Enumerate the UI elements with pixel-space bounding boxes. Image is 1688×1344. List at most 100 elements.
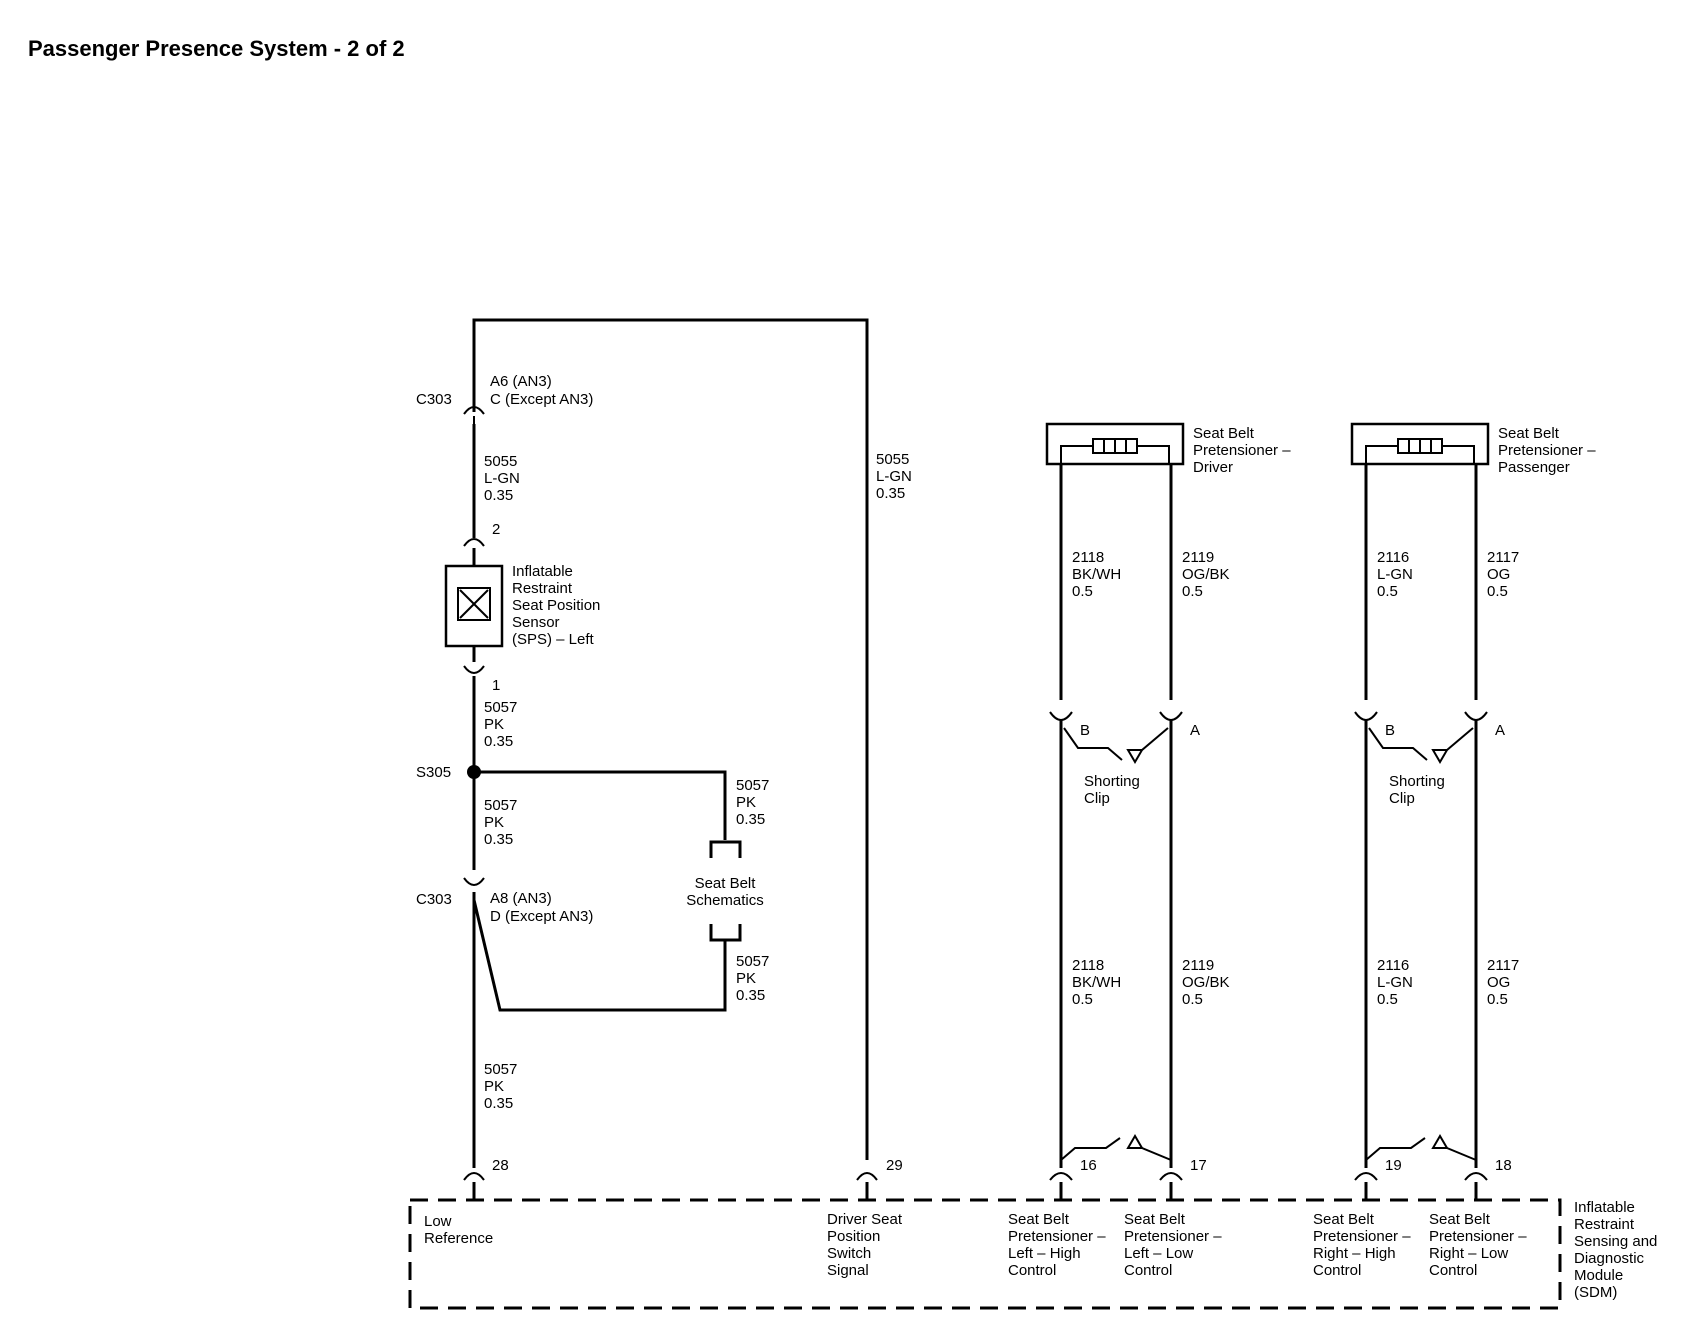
driver-pin-a-icon [1159,711,1183,721]
wire-2117-bottom-color: OG [1487,974,1510,991]
c303-bottom-connector-icon [463,877,485,886]
wire-2118-top-gauge: 0.5 [1072,583,1093,600]
wire-5057-c-color: PK [736,794,756,811]
sdm-pin-29-icon [856,1172,878,1181]
terminal-driver-seat-2: Position [827,1228,880,1245]
sensor-icon [457,587,491,621]
sdm-shorting-switch-left [1060,1137,1121,1161]
terminal-right-low-3: Right – Low [1429,1245,1508,1262]
sensor-pin-top-icon [463,538,485,547]
terminal-left-low-3: Left – Low [1124,1245,1193,1262]
sdm-name-6: (SDM) [1574,1284,1617,1301]
wire-5055-a-gauge: 0.35 [484,487,513,504]
wire-2116-bottom-circuit: 2116 [1377,957,1409,974]
passenger-shorting-clip-line2: Clip [1389,790,1415,807]
shorting-clip-icon [1431,749,1449,764]
sdm-shorting-switch-right [1365,1137,1426,1161]
wire-2119-top-gauge: 0.5 [1182,583,1203,600]
schematics-ref-bottom-bracket [709,924,742,942]
wire-2119-top-color: OG/BK [1182,566,1230,583]
wire-2119-bottom-gauge: 0.5 [1182,991,1203,1008]
sdm-pin-16-icon [1049,1172,1073,1181]
wire-2117-bottom-circuit: 2117 [1487,957,1519,974]
sdm-pin-17-icon [1159,1172,1183,1181]
terminal-left-high-4: Control [1008,1262,1056,1279]
c303-bottom-pin-line1: A8 (AN3) [490,890,552,907]
wire-2116-top-circuit: 2116 [1377,549,1409,566]
passenger-shorting-clip-line1: Shorting [1389,773,1445,790]
wire-5057-a-color: PK [484,716,504,733]
wire-5057-d-gauge: 0.35 [736,987,765,1004]
wire-5057-a-circuit: 5057 [484,699,517,716]
driver-pin-b-icon [1049,711,1073,721]
wire-2119-top-circuit: 2119 [1182,549,1214,566]
c303-top-pin-line1: A6 (AN3) [490,373,552,390]
wire-5057-branch [474,770,727,840]
wire-5057-e-color: PK [484,1078,504,1095]
page-title: Passenger Presence System - 2 of 2 [28,36,405,61]
schematics-ref-line1: Seat Belt [695,875,757,892]
wire-5057-c-circuit: 5057 [736,777,769,794]
wire-5057-b-gauge: 0.35 [484,831,513,848]
terminal-driver-seat-3: Switch [827,1245,871,1262]
driver-pretensioner-label-2: Pretensioner – [1193,442,1291,459]
terminal-left-high-3: Left – High [1008,1245,1081,1262]
sdm-name-4: Diagnostic [1574,1250,1645,1267]
sensor-label-1: Inflatable [512,563,573,580]
passenger-pin-a-icon [1464,711,1488,721]
terminal-right-high-1: Seat Belt [1313,1211,1375,1228]
driver-pretensioner: Seat Belt Pretensioner – Driver 2118 BK/… [1045,422,1291,1200]
wire-5057-e-gauge: 0.35 [484,1095,513,1112]
sdm-shorting-clip-icon [1431,1134,1449,1149]
c303-top-connector-icon [463,406,485,415]
wire-5057-d-color: PK [736,970,756,987]
sensor-label-3: Seat Position [512,597,600,614]
wire-5055-a-color: L-GN [484,470,520,487]
sdm-name-3: Sensing and [1574,1233,1657,1250]
wire-5057-return [472,899,727,1012]
wire-2118-top-circuit: 2118 [1072,549,1104,566]
wire-5057-e-circuit: 5057 [484,1061,517,1078]
middle-circuit: 5055 L-GN 0.35 29 [856,451,912,1200]
sensor-pin-bottom-icon [463,665,485,674]
wire-2119-bottom-color: OG/BK [1182,974,1230,991]
sdm-pin-17: 17 [1190,1157,1207,1174]
wire-2119-bottom-circuit: 2119 [1182,957,1214,974]
sdm-pin-18-icon [1464,1172,1488,1181]
sdm-module: Inflatable Restraint Sensing and Diagnos… [408,1198,1657,1310]
shorting-clip-icon [1126,749,1144,764]
sdm-name-2: Restraint [1574,1216,1635,1233]
splice-label: S305 [416,764,451,781]
wire-2116-bottom-gauge: 0.5 [1377,991,1398,1008]
driver-pretensioner-label-1: Seat Belt [1193,425,1255,442]
sdm-dashed-box [408,1198,1562,1310]
driver-pin-b: B [1080,722,1090,739]
sdm-shorting-clip-icon [1126,1134,1144,1149]
wire-5055-b-gauge: 0.35 [876,485,905,502]
terminal-low-ref-1: Low [424,1213,452,1230]
sdm-name-1: Inflatable [1574,1199,1635,1216]
terminal-left-high-2: Pretensioner – [1008,1228,1106,1245]
passenger-pretensioner-label-3: Passenger [1498,459,1570,476]
c303-bottom-pin-line2: D (Except AN3) [490,908,593,925]
driver-pretensioner-box [1045,422,1185,466]
terminal-right-low-1: Seat Belt [1429,1211,1491,1228]
wire-2117-top-gauge: 0.5 [1487,583,1508,600]
wire-2118-bottom-color: BK/WH [1072,974,1121,991]
sdm-pin-28: 28 [492,1157,509,1174]
wire-2118-bottom-gauge: 0.5 [1072,991,1093,1008]
wire-2118-top-color: BK/WH [1072,566,1121,583]
sdm-pin-18: 18 [1495,1157,1512,1174]
driver-shorting-clip-line2: Clip [1084,790,1110,807]
c303-top-pin-line2: C (Except AN3) [490,391,593,408]
terminal-driver-seat-1: Driver Seat [827,1211,903,1228]
passenger-pretensioner-label-2: Pretensioner – [1498,442,1596,459]
driver-pretensioner-label-3: Driver [1193,459,1233,476]
terminal-right-high-4: Control [1313,1262,1361,1279]
terminal-right-low-4: Control [1429,1262,1477,1279]
sps-sensor-box [444,564,504,648]
passenger-pretensioner-label-1: Seat Belt [1498,425,1560,442]
sensor-label-5: (SPS) – Left [512,631,595,648]
terminal-low-ref-2: Reference [424,1230,493,1247]
sdm-pin-29: 29 [886,1157,903,1174]
